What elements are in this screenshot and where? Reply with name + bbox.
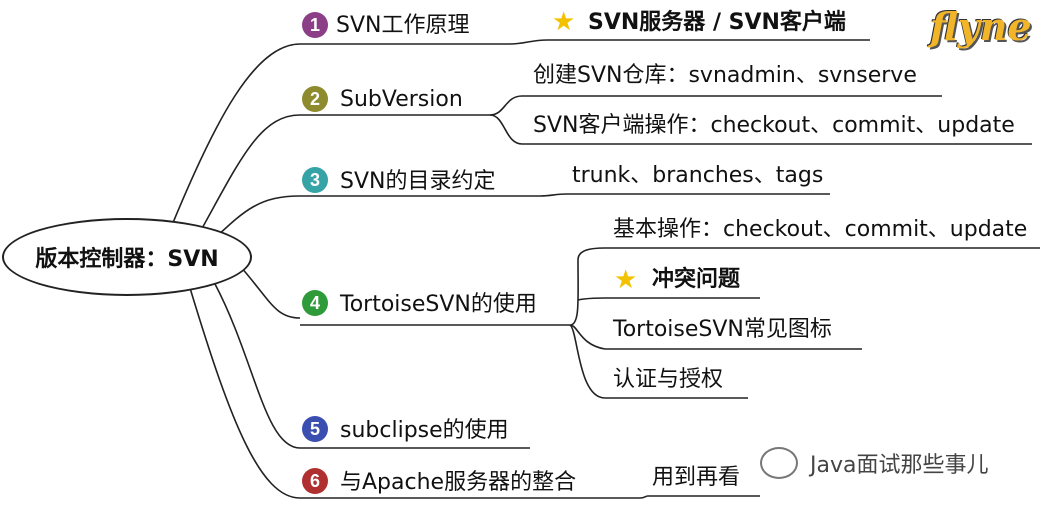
- branch-6-sub-1[interactable]: 用到再看: [652, 465, 741, 490]
- branch-5-label[interactable]: subclipse的使用: [340, 418, 509, 443]
- branch-2-sub-2[interactable]: SVN客户端操作：checkout、commit、update: [533, 113, 1015, 138]
- branch-2-label[interactable]: SubVersion: [340, 87, 463, 112]
- connector-sub-2a: [489, 95, 523, 116]
- branch-6-label[interactable]: 与Apache服务器的整合: [340, 470, 577, 495]
- connector-sub-2b: [489, 114, 523, 145]
- branch-1-label[interactable]: SVN工作原理: [336, 13, 470, 38]
- badge-2: 2: [302, 86, 328, 112]
- badge-6: 6: [302, 468, 328, 494]
- branch-4-sub-3[interactable]: TortoiseSVN常见图标: [613, 317, 832, 342]
- root-node[interactable]: 版本控制器：SVN: [2, 218, 252, 296]
- connector-branch-3: [214, 195, 301, 239]
- branch-3-sub-1[interactable]: trunk、branches、tags: [572, 163, 824, 188]
- branch-4-label[interactable]: TortoiseSVN的使用: [340, 292, 537, 317]
- connector-branch-4: [239, 265, 301, 319]
- star-icon: ★: [552, 7, 576, 37]
- star-icon: ★: [614, 265, 638, 295]
- badge-3: 3: [302, 167, 328, 193]
- badge-4: 4: [302, 290, 328, 316]
- connector-sub-6: [639, 495, 649, 499]
- branch-1-sub-1[interactable]: SVN服务器 / SVN客户端: [588, 10, 846, 35]
- connector-sub-1: [509, 39, 549, 45]
- branch-4-sub-1[interactable]: 基本操作：checkout、commit、update: [613, 217, 1028, 242]
- brand-logo: flyne: [930, 4, 1032, 49]
- connector-branch-5: [214, 283, 301, 449]
- branch-2-sub-1[interactable]: 创建SVN仓库：svnadmin、svnserve: [533, 63, 917, 88]
- watermark: Java面试那些事儿: [760, 447, 988, 479]
- connector-sub-4: [569, 247, 606, 399]
- connector-branch-6: [189, 287, 301, 499]
- connector-branch-2: [199, 114, 301, 233]
- badge-1: 1: [302, 12, 328, 38]
- connector-branch-1: [169, 43, 301, 231]
- root-label: 版本控制器：SVN: [35, 247, 219, 272]
- badge-5: 5: [302, 416, 328, 442]
- branch-3-label[interactable]: SVN的目录约定: [340, 169, 496, 194]
- branch-4-sub-4[interactable]: 认证与授权: [613, 367, 724, 392]
- watermark-text: Java面试那些事儿: [810, 453, 989, 478]
- wechat-icon: [760, 447, 798, 479]
- branch-4-sub-2[interactable]: 冲突问题: [652, 267, 741, 292]
- connector-sub-3: [539, 193, 567, 197]
